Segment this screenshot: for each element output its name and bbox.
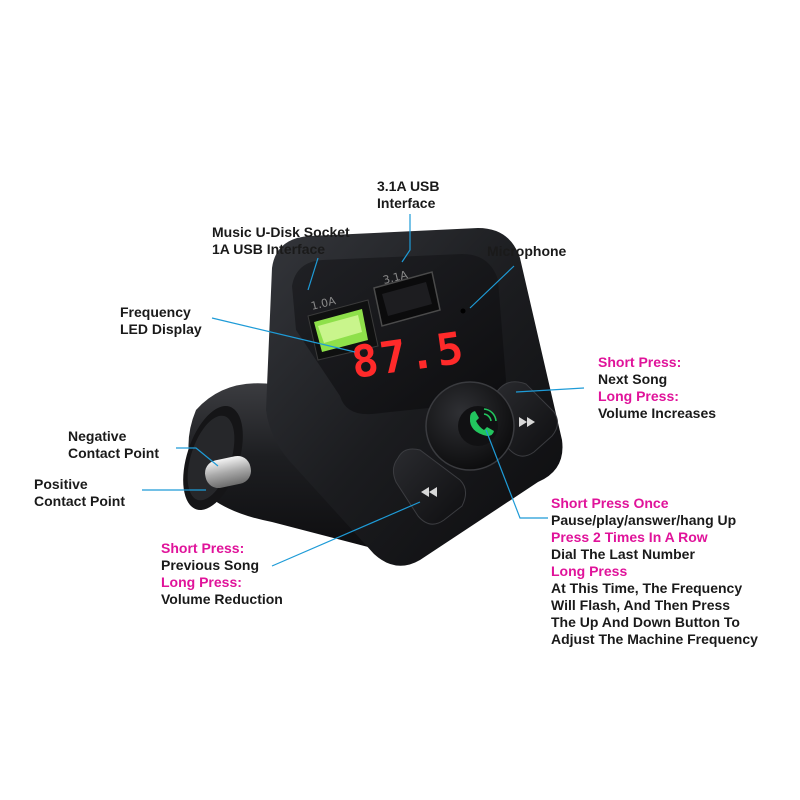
label-usb31: 3.1A USB Interface [377, 178, 440, 211]
leader-line-microphone [469, 265, 515, 309]
phone-call-icon [469, 408, 497, 436]
leader-line-frequency [211, 317, 356, 353]
usb-port-3a [373, 271, 441, 327]
label-previous-button: Short Press: Previous Song Long Press: V… [161, 540, 283, 607]
leader-lines [142, 214, 585, 567]
label-microphone: Microphone [487, 243, 567, 259]
leader-line-knob [485, 429, 548, 519]
leader-line-music [307, 257, 319, 291]
positive-contact-tip-icon [205, 455, 251, 489]
leader-line-negative [176, 447, 219, 467]
microphone-hole-icon [460, 308, 466, 314]
next-track-icon [519, 417, 535, 427]
leader-line-prev [271, 501, 421, 567]
label-positive-contact: Positive Contact Point [34, 476, 125, 509]
port-1a-label: 1.0A [310, 294, 338, 313]
label-music-socket: Music U-Disk Socket 1A USB Interface [212, 224, 350, 257]
label-knob: Short Press Once Pause/play/answer/hang … [551, 495, 758, 647]
label-frequency: Frequency LED Display [120, 304, 202, 337]
multifunction-knob[interactable] [425, 381, 515, 471]
port-3a-label: 3.1A [382, 268, 410, 287]
label-negative-contact: Negative Contact Point [68, 428, 159, 461]
label-next-button: Short Press: Next Song Long Press: Volum… [598, 354, 717, 421]
leader-line-next [515, 387, 585, 393]
leader-line-usb31 [401, 214, 411, 263]
previous-track-icon [421, 487, 437, 497]
